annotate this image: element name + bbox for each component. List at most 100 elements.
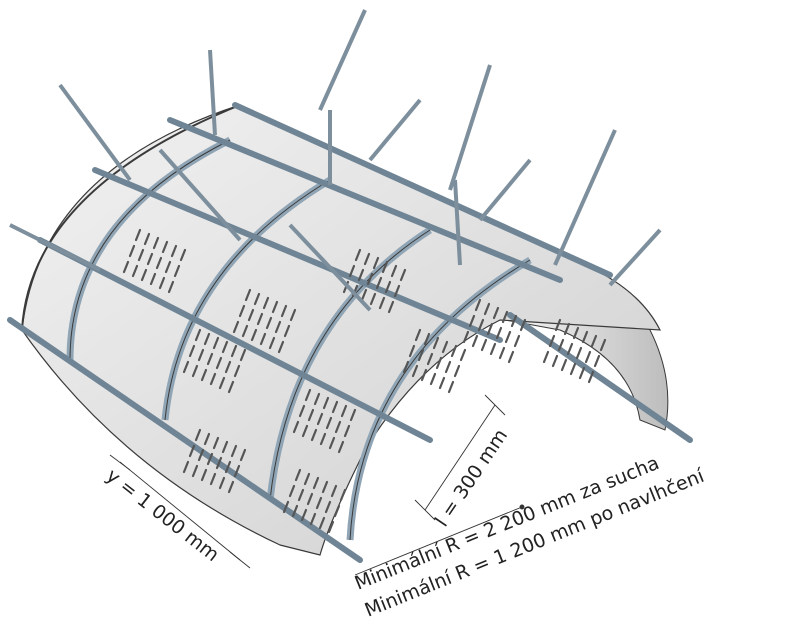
slot [161, 240, 169, 254]
slot [233, 464, 241, 478]
slot [227, 380, 235, 394]
slot [262, 296, 270, 310]
slot [239, 448, 247, 462]
slot [277, 340, 285, 354]
slot [593, 354, 601, 368]
slot [328, 436, 336, 450]
slot [297, 488, 305, 502]
slot [206, 452, 214, 466]
slot [513, 334, 521, 348]
slot [280, 304, 288, 318]
slot [149, 272, 157, 286]
slot [152, 236, 160, 250]
slot [357, 268, 365, 282]
slot [300, 508, 308, 522]
slot [128, 244, 136, 258]
dimension-lines [109, 394, 525, 576]
slot [330, 484, 338, 498]
radius-dry-label: Minimální R = 2 200 mm za sucha [352, 452, 663, 595]
slot [333, 504, 341, 518]
slot [244, 288, 252, 302]
slot [477, 318, 485, 332]
slot [221, 340, 229, 354]
slot [191, 364, 199, 378]
slot [519, 318, 527, 332]
slot [340, 404, 348, 418]
slot [197, 348, 205, 362]
slot [315, 496, 323, 510]
slot [426, 352, 434, 366]
slot [209, 372, 217, 386]
slot [343, 424, 351, 438]
slot [462, 330, 470, 344]
slot [453, 364, 461, 378]
slot [563, 322, 571, 336]
slot [313, 392, 321, 406]
slot [256, 312, 264, 326]
slot [179, 248, 187, 262]
slot [303, 472, 311, 486]
suspension-hangers [9, 9, 662, 312]
vault-board-surface [21, 104, 662, 556]
slot [173, 264, 181, 278]
slot [197, 448, 205, 462]
slot [259, 332, 267, 346]
slot [575, 346, 583, 360]
slot [402, 360, 410, 374]
slot [306, 492, 314, 506]
slot [504, 330, 512, 344]
slot [301, 424, 309, 438]
slot [316, 412, 324, 426]
slot [247, 308, 255, 322]
slot [143, 232, 151, 246]
slot [298, 404, 306, 418]
slot [572, 326, 580, 340]
slot [194, 328, 202, 342]
slot [360, 288, 368, 302]
slot [498, 346, 506, 360]
slot [158, 276, 166, 290]
slot [203, 332, 211, 346]
slot [411, 364, 419, 378]
slot [230, 444, 238, 458]
slot [348, 264, 356, 278]
slot [483, 302, 491, 316]
slot [554, 318, 562, 332]
slot [510, 314, 518, 328]
slot [233, 364, 241, 378]
slot [548, 334, 556, 348]
slot [182, 460, 190, 474]
slot [215, 356, 223, 370]
slot [566, 342, 574, 356]
hanger [478, 158, 532, 222]
slot [170, 244, 178, 258]
slot [146, 252, 154, 266]
hanger [608, 228, 662, 287]
slot [507, 350, 515, 364]
slot [372, 256, 380, 270]
slot [182, 360, 190, 374]
slot [291, 504, 299, 518]
slot [241, 324, 249, 338]
hanger [288, 223, 372, 312]
hanger [158, 148, 242, 242]
slot [489, 342, 497, 356]
slot [325, 416, 333, 430]
slot [578, 366, 586, 380]
slot [369, 292, 377, 306]
slot [289, 308, 297, 322]
longitudinal-profiles [7, 102, 693, 563]
slot [304, 388, 312, 402]
hanger [448, 64, 492, 191]
radius-wet-label: Minimální R = 1 200 mm po navlhčení [362, 465, 708, 622]
slot [447, 380, 455, 394]
slot [474, 298, 482, 312]
slot [441, 340, 449, 354]
slot [271, 300, 279, 314]
slot [318, 516, 326, 530]
slot [587, 370, 595, 384]
slot [334, 420, 342, 434]
slot [569, 362, 577, 376]
slot [319, 432, 327, 446]
